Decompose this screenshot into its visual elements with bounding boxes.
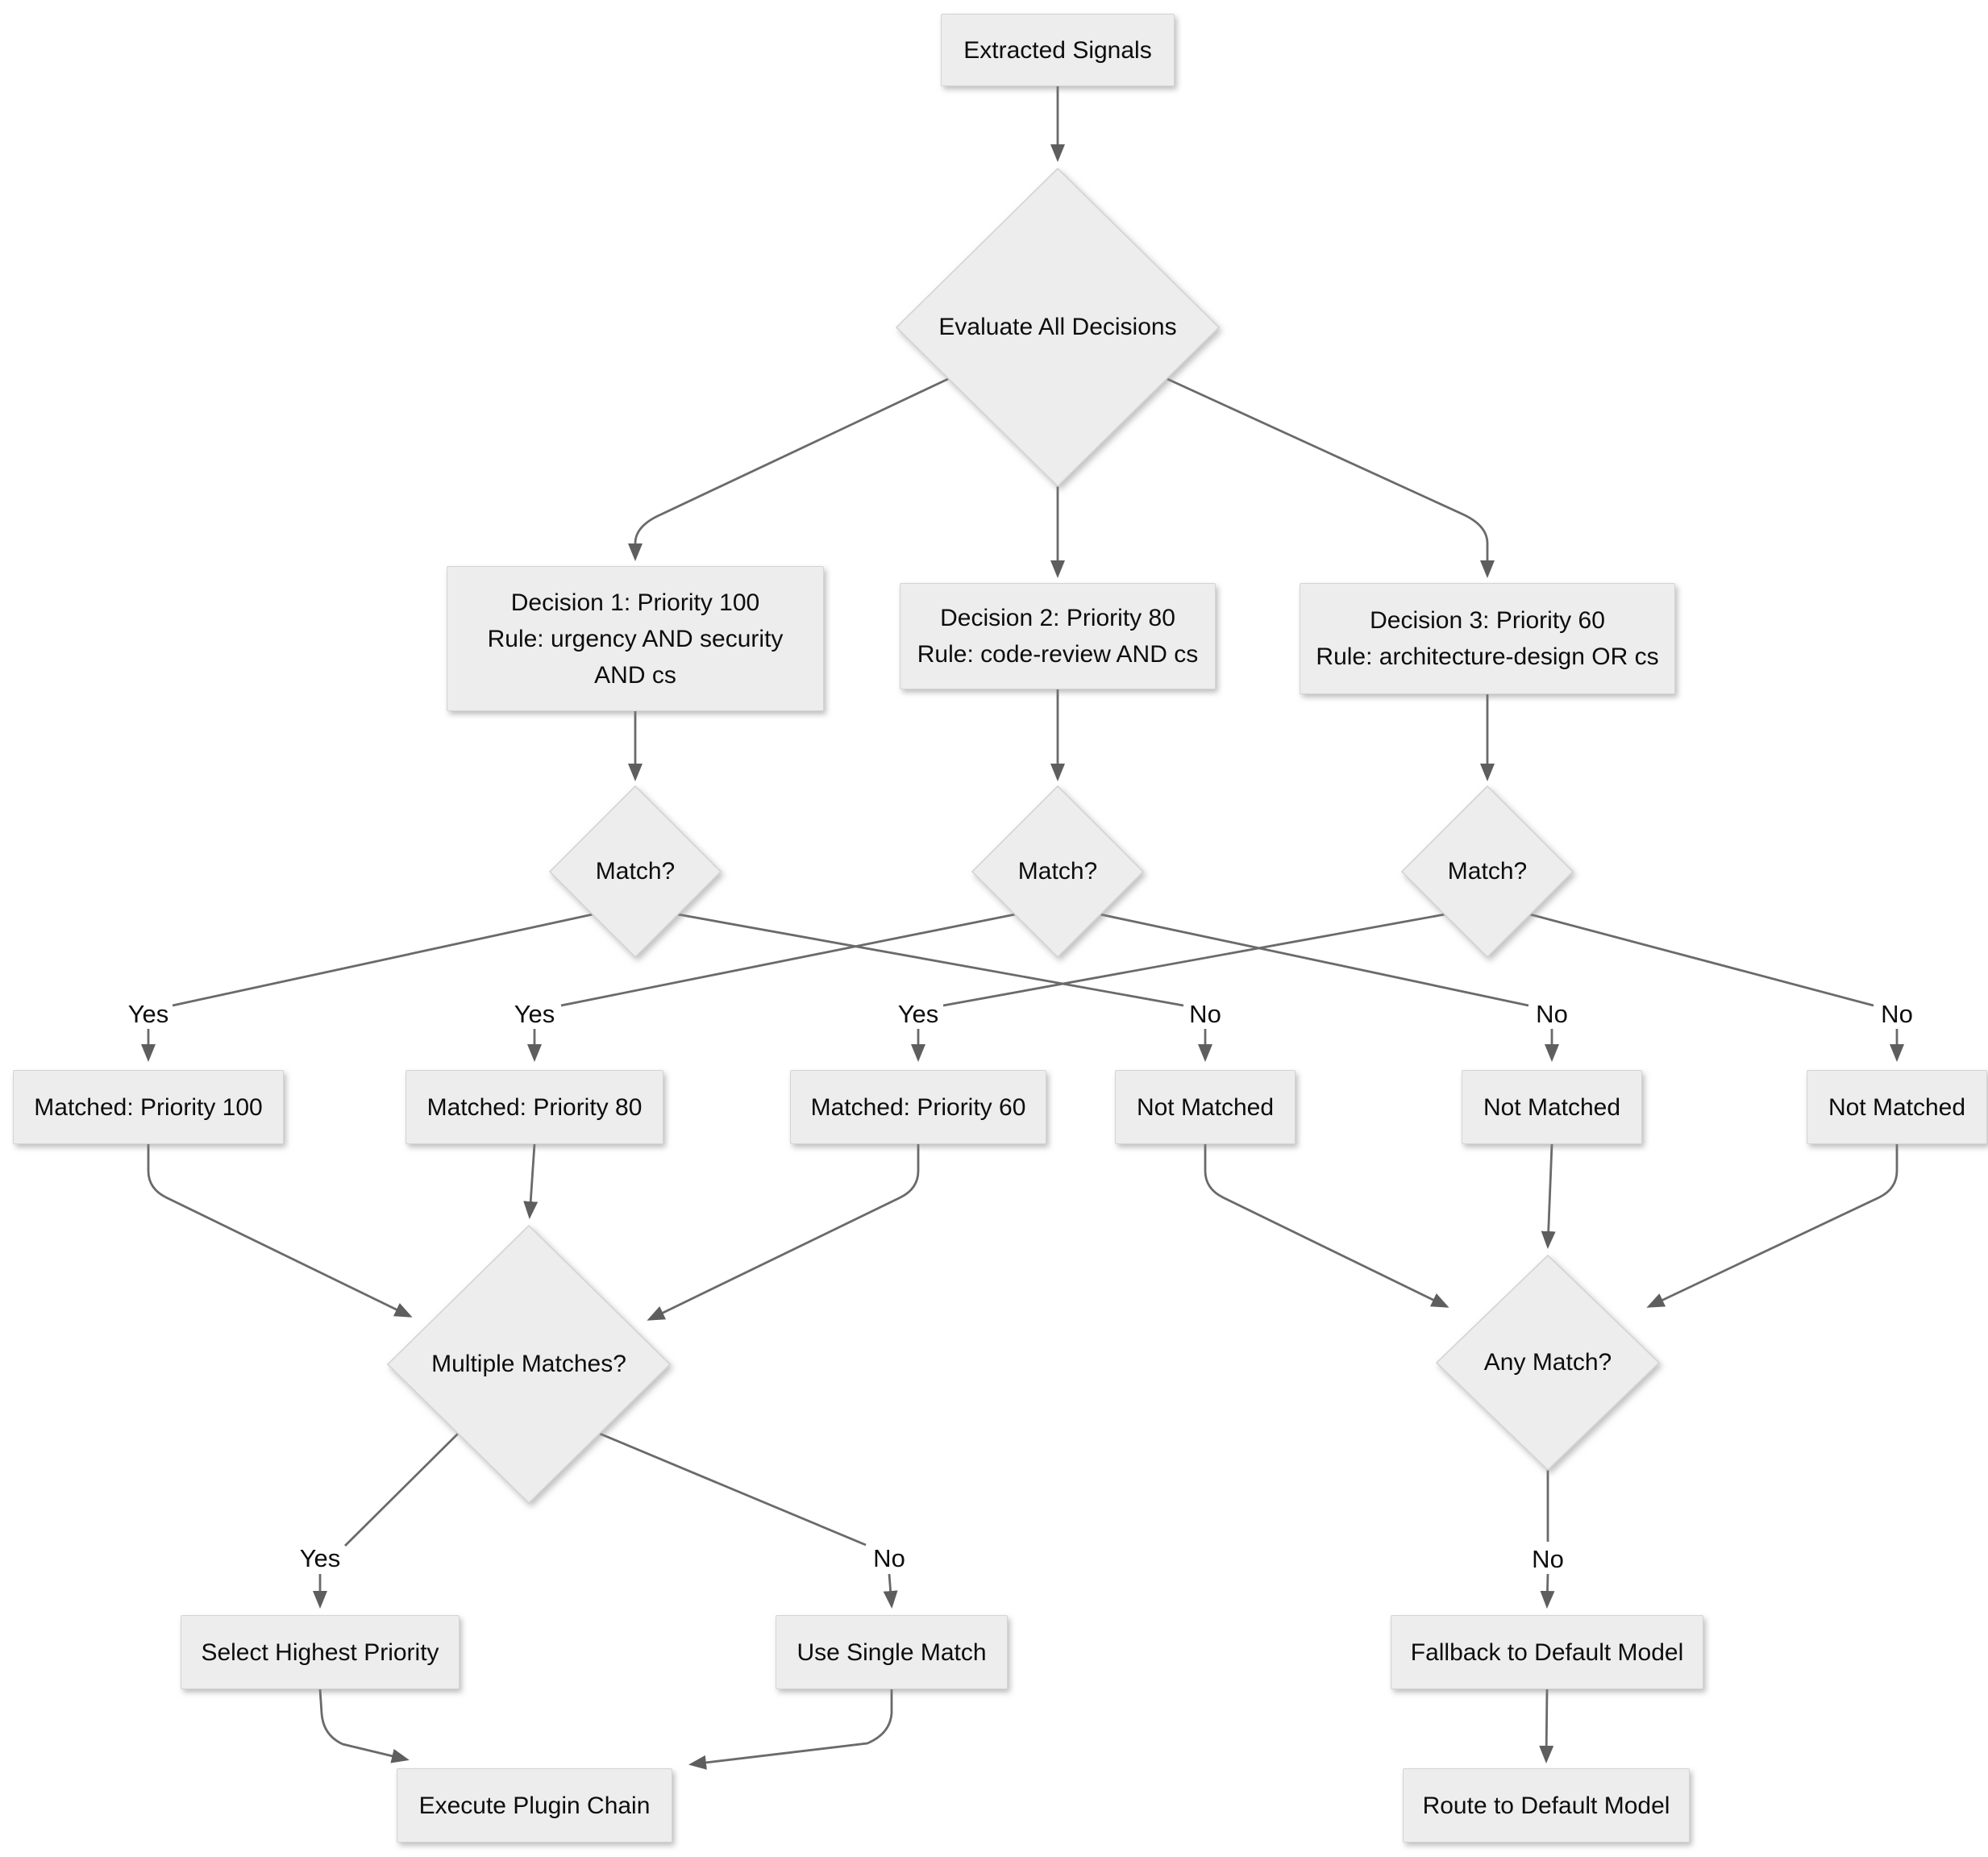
edge-matched100-to-multiple [147, 1144, 413, 1318]
edge-label-match3-yes: Yes [894, 1000, 942, 1029]
edge-matched60-to-multiple [647, 1144, 920, 1321]
node-select-highest-priority: Select Highest Priority [181, 1615, 460, 1689]
edge-fallback-to-route [1539, 1688, 1554, 1763]
edge-match1-yes-line [172, 913, 593, 1007]
match3-diamond-shape [1400, 785, 1574, 959]
node-matched-priority-60: Matched: Priority 60 [790, 1070, 1046, 1144]
match1-diamond-shape [548, 785, 722, 959]
edge-multiple-no-arrow [883, 1573, 898, 1609]
edge-label-match2-yes: Yes [510, 1000, 559, 1029]
node-decision1-line1: Decision 1: Priority 100 [510, 589, 760, 616]
edge-match3-no-line [1529, 913, 1874, 1007]
node-decision2-line1: Decision 2: Priority 80 [940, 605, 1175, 631]
node-decision3-line1: Decision 3: Priority 60 [1370, 607, 1605, 634]
edge-matched80-to-multiple [523, 1143, 539, 1219]
edge-label-match1-yes: Yes [124, 1000, 173, 1029]
edge-label-match3-no: No [1878, 1000, 1916, 1029]
node-use-single-match: Use Single Match [776, 1615, 1008, 1689]
edge-label-anymatch-no: No [1528, 1545, 1567, 1574]
edge-multiple-yes-line [344, 1433, 459, 1547]
node-match2-label: Match? [1017, 858, 1098, 885]
edge-notmatched1-to-anymatch [1204, 1144, 1449, 1308]
node-not-matched-1: Not Matched [1115, 1070, 1296, 1144]
edge-select-to-execute [318, 1688, 410, 1763]
edge-evaluate-to-decision3 [1167, 377, 1495, 578]
edge-notmatched2-to-anymatch [1541, 1143, 1556, 1249]
node-matched-priority-80: Matched: Priority 80 [406, 1070, 663, 1144]
multiple-matches-diamond-shape [386, 1224, 672, 1505]
node-route-to-default-model: Route to Default Model [1403, 1768, 1690, 1842]
any-match-diamond-shape [1435, 1254, 1661, 1472]
edge-label-multiple-no: No [870, 1544, 909, 1573]
edge-anymatch-no-arrow [1540, 1573, 1555, 1609]
node-matched-priority-100: Matched: Priority 100 [13, 1070, 284, 1144]
edge-label-match2-no: No [1533, 1000, 1571, 1029]
edge-match2-no-line [1100, 913, 1529, 1007]
node-decision1: Decision 1: Priority 100 Rule: urgency A… [447, 566, 824, 711]
node-evaluate-all-decisions-label: Evaluate All Decisions [938, 314, 1177, 340]
edge-label-match1-no: No [1186, 1000, 1225, 1029]
node-not-matched-3: Not Matched [1807, 1070, 1987, 1144]
edge-multiple-no-line [599, 1432, 867, 1547]
edge-label-multiple-yes: Yes [296, 1544, 344, 1573]
node-decision3: Decision 3: Priority 60 Rule: architectu… [1300, 583, 1675, 694]
node-extracted-signals: Extracted Signals [941, 14, 1175, 86]
node-fallback-to-default-model: Fallback to Default Model [1391, 1615, 1703, 1689]
edge-match2-yes-line [560, 913, 1016, 1007]
evaluate-all-decisions-diamond-shape [895, 167, 1221, 488]
node-decision3-line2: Rule: architecture-design OR cs [1316, 643, 1659, 670]
node-match3-label: Match? [1447, 858, 1528, 885]
node-decision1-line3: AND cs [594, 661, 676, 689]
edge-single-to-execute [688, 1689, 893, 1770]
node-match1-label: Match? [595, 858, 676, 885]
node-multiple-matches-label: Multiple Matches? [431, 1351, 626, 1377]
node-decision2-line2: Rule: code-review AND cs [917, 641, 1199, 668]
edge-notmatched3-to-anymatch [1646, 1144, 1899, 1308]
node-not-matched-2: Not Matched [1462, 1070, 1642, 1144]
edge-match3-yes-line [942, 913, 1445, 1007]
edge-evaluate-to-decision1 [628, 377, 949, 561]
match2-diamond-shape [971, 785, 1145, 959]
node-decision2: Decision 2: Priority 80 Rule: code-revie… [900, 583, 1216, 689]
edge-match1-no-line [677, 913, 1184, 1007]
node-decision1-line2: Rule: urgency AND security [487, 625, 784, 652]
node-execute-plugin-chain: Execute Plugin Chain [397, 1768, 672, 1842]
node-any-match-label: Any Match? [1483, 1349, 1612, 1376]
